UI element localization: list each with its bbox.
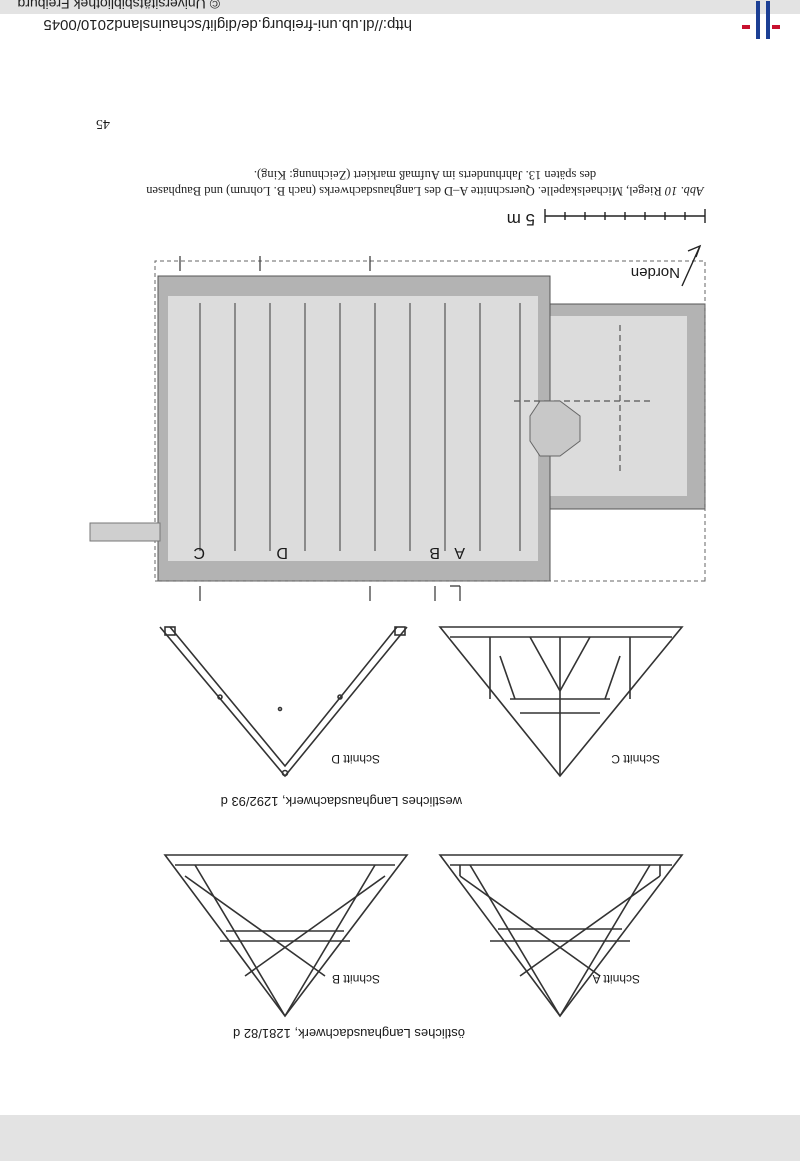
plan-letter-d: D	[276, 544, 288, 561]
scale-bar	[544, 209, 706, 223]
section-a-truss	[438, 854, 684, 1018]
label-schnitt-a: Schnitt A	[592, 972, 640, 986]
section-b-truss	[163, 854, 409, 1018]
label-schnitt-b: Schnitt B	[331, 972, 380, 986]
plan-letter-b: B	[429, 544, 440, 561]
section-c-truss	[438, 626, 684, 778]
plan-letter-a: A	[454, 544, 465, 561]
label-schnitt-d: Schnitt D	[331, 752, 380, 766]
scale-label: 5 m	[506, 210, 535, 229]
caption-text: Riegel, Michaelskapelle. Querschnitte A–…	[146, 168, 662, 198]
label-schnitt-c: Schnitt C	[611, 752, 660, 766]
caption-abbr: Abb. 10	[664, 184, 704, 198]
north-arrow	[681, 244, 702, 287]
figure-caption: Abb. 10 Riegel, Michaelskapelle. Quersch…	[145, 167, 705, 199]
north-label: Norden	[630, 264, 680, 281]
floor-plan	[89, 256, 706, 601]
plan-letter-c: C	[193, 544, 205, 561]
section-d-truss	[159, 626, 408, 778]
page-number: 45	[96, 116, 110, 131]
